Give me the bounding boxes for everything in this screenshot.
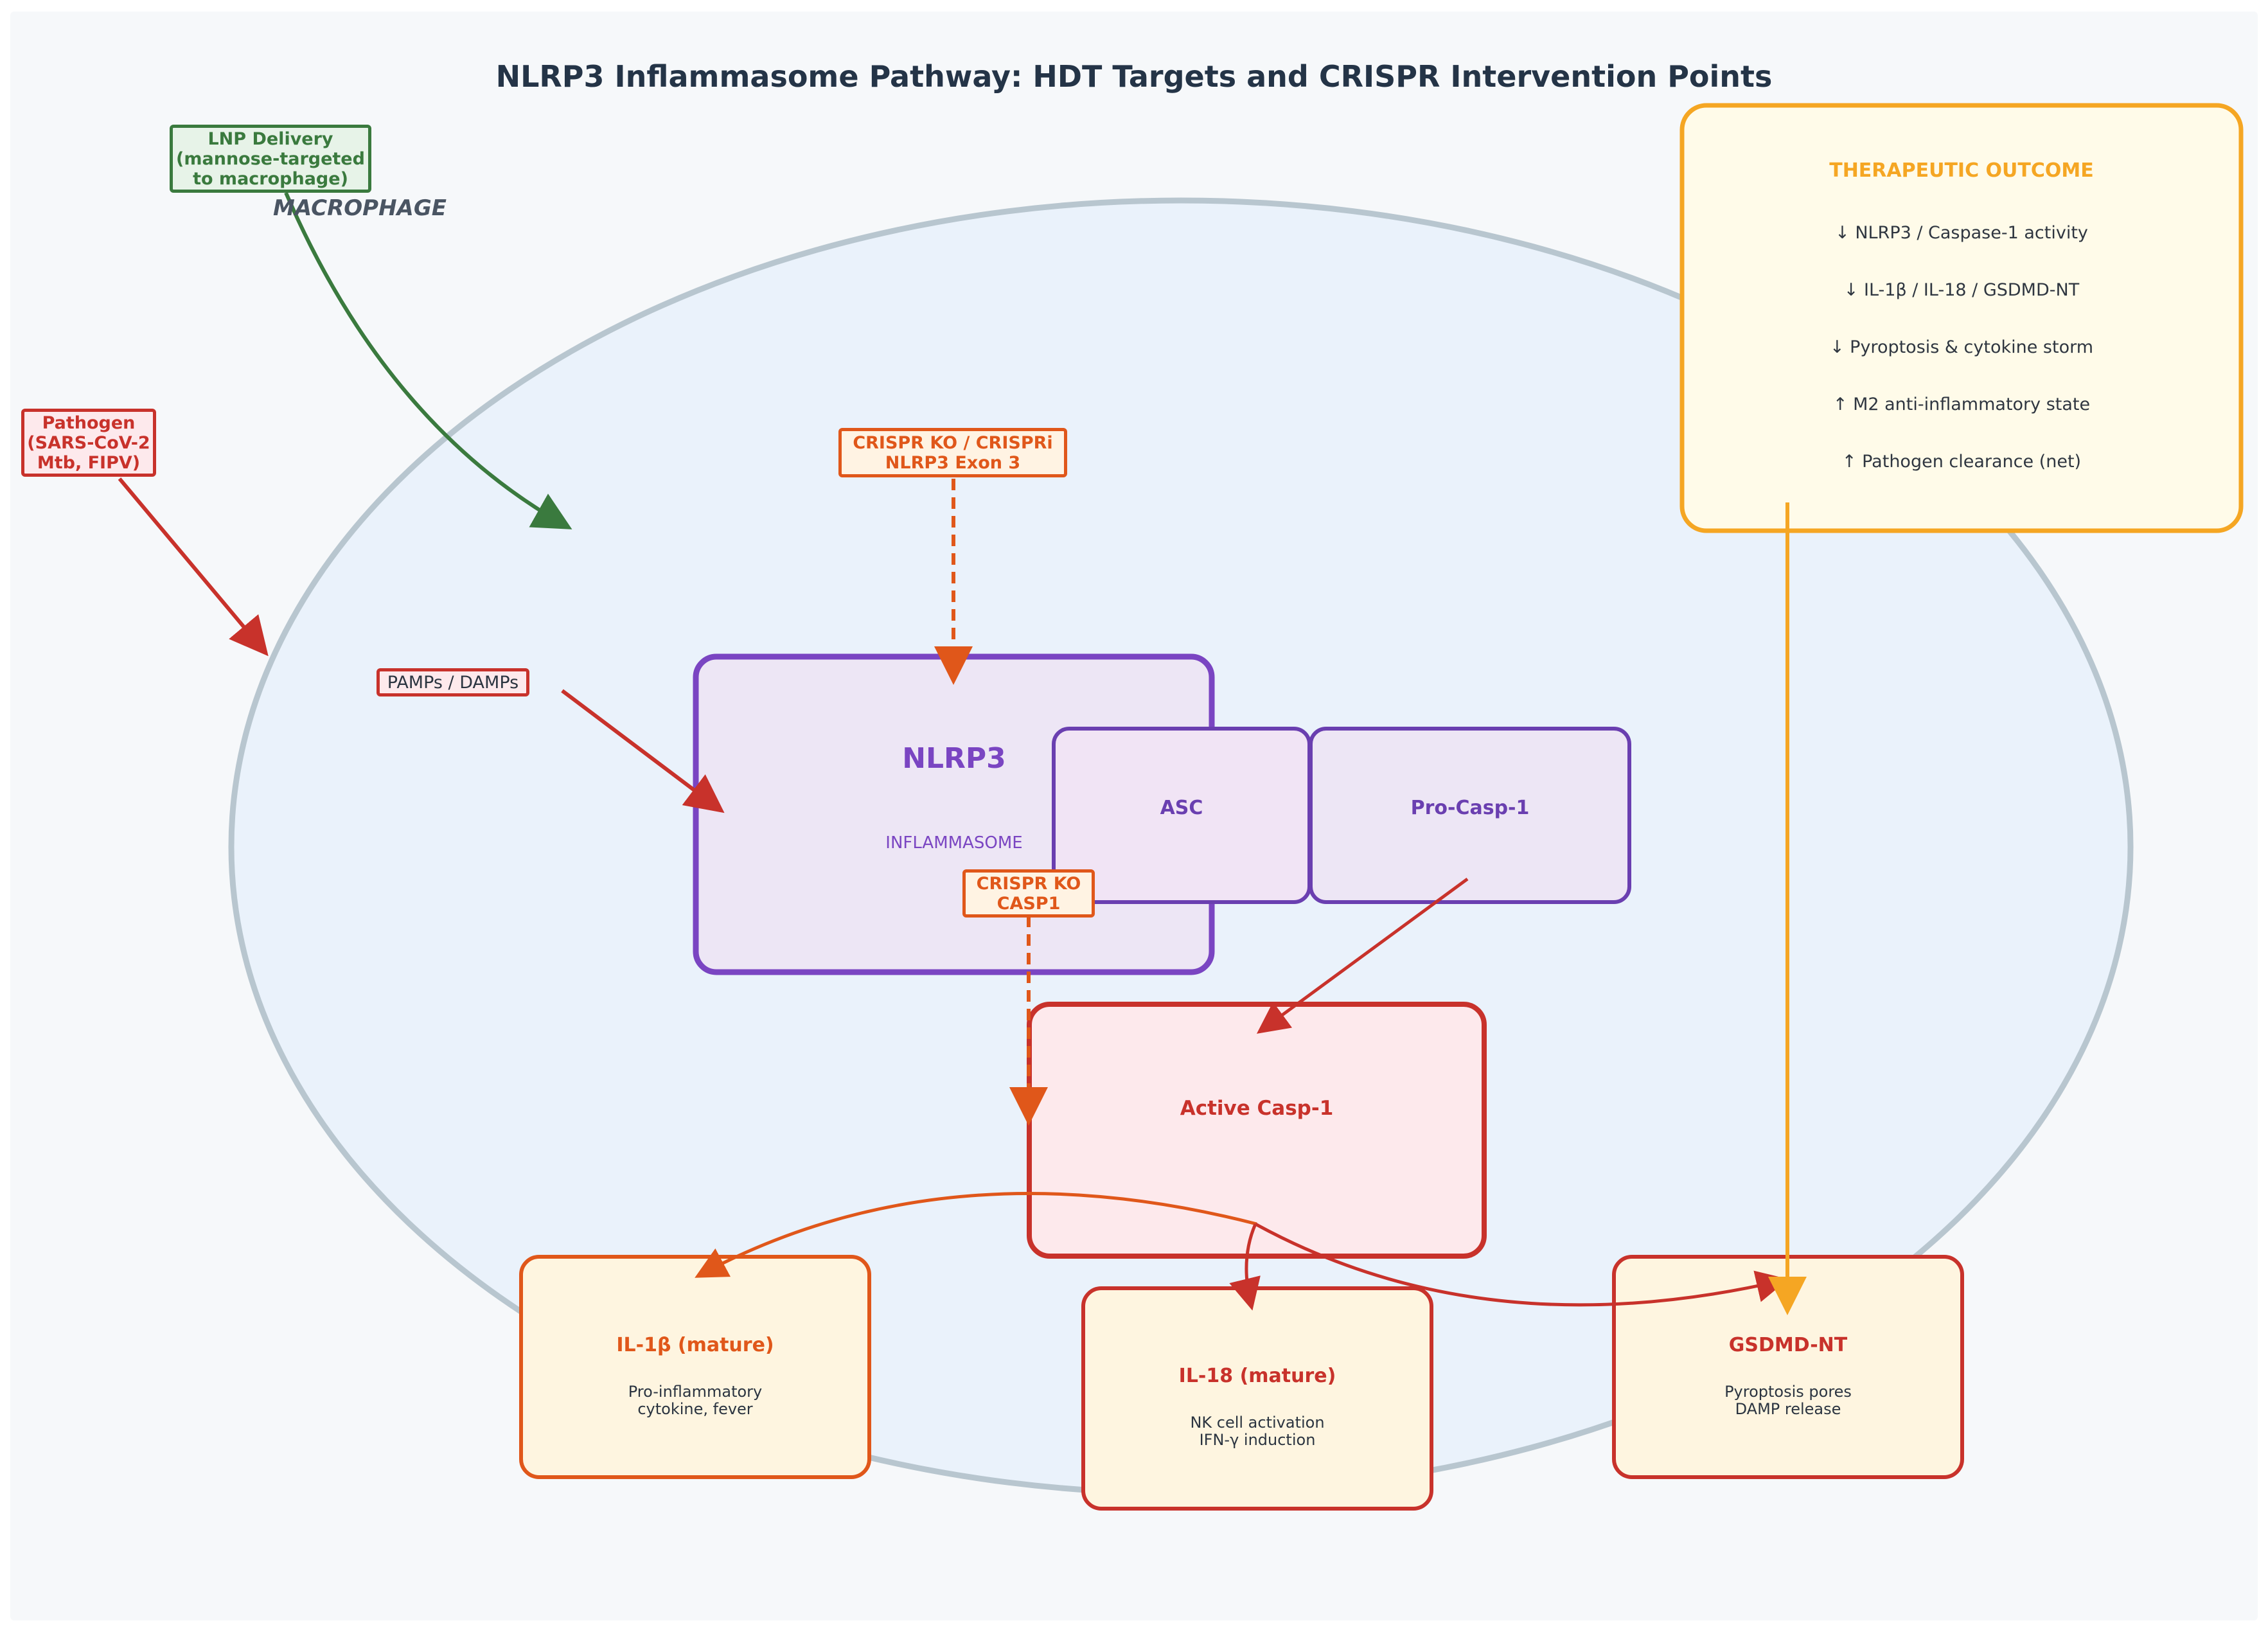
il18-box [1081,1286,1433,1511]
pathogen-arrow [118,477,269,657]
gsdmd-title: GSDMD-NT [1728,1333,1848,1356]
procasp-to-active-arrow [1256,877,1469,1034]
asc-label: ASC [1160,796,1203,819]
diagram-title: NLRP3 Inflammasome Pathway: HDT Targets … [495,59,1773,94]
procasp-label: Pro-Casp-1 [1410,796,1530,819]
il1b-desc: Pro-inflammatory cytokine, fever [628,1383,763,1418]
il1b-box [519,1255,871,1479]
crispr-casp1-tag: CRISPR KO CASP1 [962,869,1095,918]
outcome-box [1679,103,2244,533]
procasp-box [1309,727,1631,904]
lnp-arrow [284,191,572,529]
crispr-nlrp3-tag: CRISPR KO / CRISPRi NLRP3 Exon 3 [838,428,1067,477]
active-casp-label: Active Casp-1 [1180,1097,1334,1120]
to-gsdmd-arrow [1254,1222,1789,1307]
outcome-list: ↓ NLRP3 / Caspase-1 activity ↓ IL-1β / I… [1696,204,2227,490]
outcome-item: ↑ Pathogen clearance (net) [1841,452,2082,472]
pamps-damps-tag: PAMPs / DAMPs [377,668,529,696]
outcome-item: ↓ Pyroptosis & cytokine storm [1829,337,2094,357]
outcome-item: ↑ M2 anti-inflammatory state [1832,395,2091,414]
outcome-title: THERAPEUTIC OUTCOME [1829,159,2094,182]
nlrp3-title: NLRP3 [902,741,1006,775]
to-il1b-arrow [695,1192,1257,1278]
pathogen-tag: Pathogen (SARS-CoV-2 Mtb, FIPV) [21,409,156,477]
il18-desc: NK cell activation IFN-γ induction [1190,1414,1325,1449]
to-il18-arrow [1229,1223,1261,1311]
active-casp-box [1027,1002,1487,1259]
lnp-delivery-tag: LNP Delivery (mannose-targeted to macrop… [170,125,371,193]
il18-title: IL-18 (mature) [1178,1364,1336,1387]
macrophage-label: MACROPHAGE [273,195,447,221]
outcome-item: ↓ NLRP3 / Caspase-1 activity [1835,223,2088,243]
outcome-item: ↓ IL-1β / IL-18 / GSDMD-NT [1843,280,2080,300]
il1b-title: IL-1β (mature) [616,1333,774,1356]
nlrp3-subtitle: INFLAMMASOME [885,833,1023,853]
pamps-arrow [561,689,725,813]
gsdmd-desc: Pyroptosis pores DAMP release [1724,1383,1852,1418]
